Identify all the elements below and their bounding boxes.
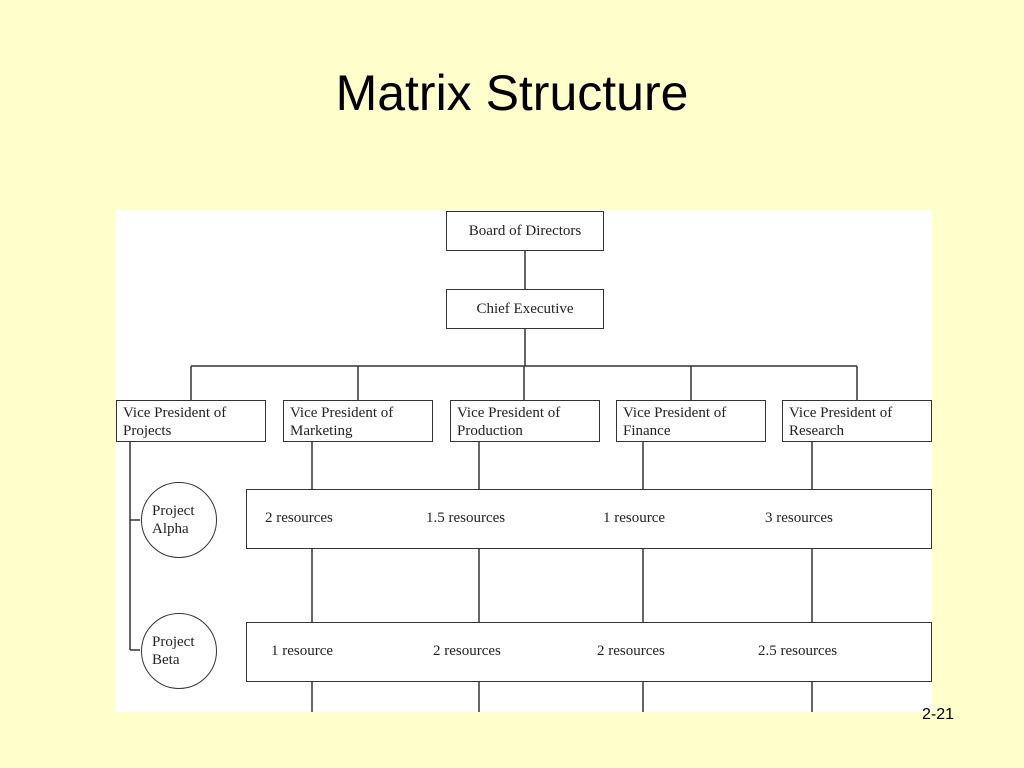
vp-finance-line1: Vice President of: [623, 405, 727, 421]
project-beta-circle: Project Beta: [141, 613, 217, 689]
vp-finance-line2: Finance: [623, 423, 671, 439]
alpha-resource-research: 3 resources: [765, 510, 833, 526]
chief-executive-box: Chief Executive: [446, 289, 604, 329]
project-alpha-line2: Alpha: [152, 521, 189, 537]
alpha-resource-marketing: 2 resources: [265, 510, 333, 526]
board-of-directors-box: Board of Directors: [446, 211, 604, 251]
beta-resource-marketing: 1 resource: [271, 643, 334, 659]
vp-projects-line1: Vice President of: [123, 405, 227, 421]
vp-production-line1: Vice President of: [457, 405, 561, 421]
project-beta-resource-band: 1 resource 2 resources 2 resources 2.5 r…: [246, 622, 932, 682]
project-alpha-line1: Project: [152, 503, 195, 519]
board-label: Board of Directors: [468, 222, 582, 239]
beta-resource-production: 2 resources: [433, 643, 501, 659]
project-beta-line2: Beta: [152, 652, 180, 668]
beta-resource-finance: 2 resources: [597, 643, 665, 659]
project-alpha-resource-band: 2 resources 1.5 resources 1 resource 3 r…: [246, 489, 932, 549]
project-beta-line1: Project: [152, 634, 195, 650]
alpha-resource-finance: 1 resource: [603, 510, 666, 526]
vp-marketing-line1: Vice President of: [290, 405, 394, 421]
vp-marketing-line2: Marketing: [290, 423, 353, 439]
vp-production-box: Vice President of Production: [450, 400, 600, 442]
page-number: 2-21: [922, 706, 955, 723]
vp-finance-box: Vice President of Finance: [616, 400, 766, 442]
ceo-label: Chief Executive: [476, 300, 574, 317]
beta-resource-research: 2.5 resources: [758, 643, 838, 659]
slide-title: Matrix Structure: [335, 65, 689, 121]
org-chart-diagram: Board of Directors Chief Executive Vice …: [116, 210, 932, 712]
vp-projects-box: Vice President of Projects: [116, 400, 266, 442]
vp-research-box: Vice President of Research: [782, 400, 932, 442]
connector-lines: [129, 251, 858, 712]
project-alpha-circle: Project Alpha: [141, 482, 217, 558]
vp-projects-line2: Projects: [123, 423, 172, 439]
vp-production-line2: Production: [457, 423, 523, 439]
vp-research-line1: Vice President of: [789, 405, 893, 421]
vp-research-line2: Research: [789, 423, 844, 439]
vp-marketing-box: Vice President of Marketing: [283, 400, 433, 442]
alpha-resource-production: 1.5 resources: [426, 510, 506, 526]
